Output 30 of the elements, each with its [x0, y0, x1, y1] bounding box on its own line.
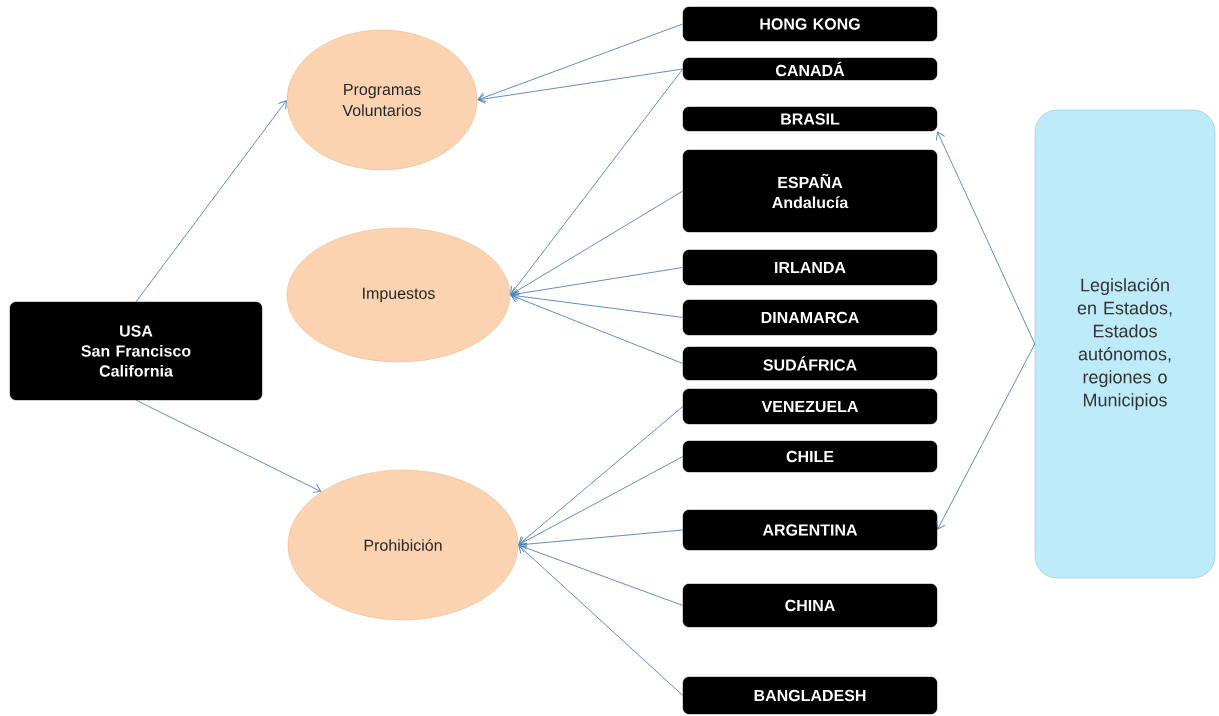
- country-box: ARGENTINA: [682, 509, 938, 551]
- arrow: [518, 545, 684, 696]
- country-box: BANGLADESH: [682, 676, 938, 715]
- location-box: USA San Francisco California: [9, 301, 263, 401]
- country-box: BRASIL: [682, 106, 938, 132]
- arrow: [518, 406, 684, 545]
- country-box: SUDÁFRICA: [682, 346, 938, 381]
- arrow: [518, 456, 684, 546]
- arrow: [935, 131, 1036, 345]
- country-box: CHINA: [682, 583, 938, 628]
- arrow: [518, 529, 684, 550]
- arrow: [510, 293, 684, 364]
- legislation-box: Legislación en Estados, Estados autónomos, regiones o Municipios: [1034, 109, 1216, 579]
- arrow: [135, 399, 322, 493]
- arrow: [510, 267, 684, 299]
- arrow: [518, 543, 684, 606]
- arrow: [135, 100, 287, 303]
- arrow: [510, 190, 684, 296]
- arrow: [477, 23, 684, 102]
- country-box: DINAMARCA: [682, 299, 938, 336]
- country-box: IRLANDA: [682, 249, 938, 286]
- country-box: ESPAÑA Andalucía: [682, 149, 938, 233]
- country-box: VENEZUELA: [682, 388, 938, 425]
- country-box: HONG KONG: [682, 6, 938, 42]
- arrow: [510, 68, 684, 295]
- arrow: [936, 343, 1036, 530]
- arrow: [477, 68, 684, 104]
- arrow: [510, 291, 684, 318]
- country-box: CHILE: [682, 440, 938, 473]
- country-box: CANADÁ: [682, 57, 938, 81]
